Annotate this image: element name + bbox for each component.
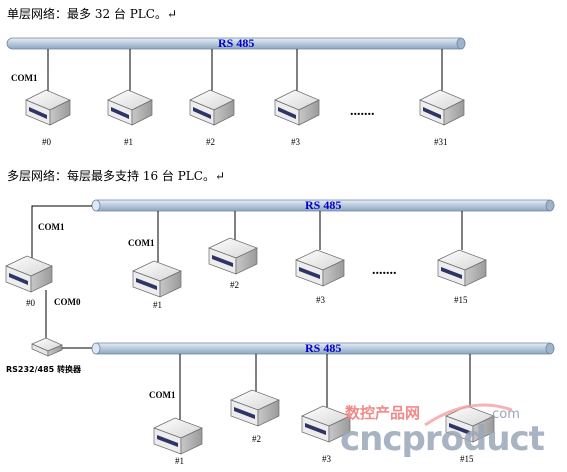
- master-node-label: #0: [26, 298, 36, 308]
- layer2-node-label-15: #15: [460, 454, 474, 464]
- master-port-up-label: COM1: [38, 222, 65, 232]
- plc-device-single-1: [107, 89, 153, 126]
- single-node-label-2: #2: [206, 137, 215, 147]
- plc-device-layer1-1: [132, 260, 182, 298]
- bus-middle: RS 485: [91, 198, 555, 212]
- master-port-down-label: COM0: [54, 297, 81, 307]
- single-node-label-3: #3: [291, 137, 301, 147]
- single-node-label-0: #0: [42, 137, 52, 147]
- bus-bottom: RS 485: [91, 341, 555, 355]
- plc-device-single-0: [25, 89, 71, 126]
- plc-device-layer2-3: [301, 405, 351, 443]
- converter-label: RS232/485 转换器: [6, 364, 82, 374]
- plc-device-single-31: [419, 89, 465, 126]
- bus-top: RS 485: [6, 36, 466, 50]
- watermark-main: cncproduct: [340, 419, 545, 459]
- multi-layer-caption: 多层网络：每层最多支持 16 台 PLC。↵: [7, 168, 225, 183]
- watermark-suffix: .com: [488, 407, 520, 422]
- plc-device-layer2-2: [230, 389, 280, 427]
- layer1-node-label-3: #3: [316, 295, 326, 305]
- converter-device: [31, 337, 63, 357]
- single-layer-caption: 单层网络：最多 32 台 PLC。↵: [7, 6, 177, 21]
- layer1-ellipsis: .......: [372, 263, 397, 278]
- layer2-node-label-2: #2: [252, 434, 261, 444]
- single-ellipsis: .......: [350, 104, 375, 119]
- layer2-node-label-1: #1: [175, 456, 184, 466]
- bus-bottom-label: RS 485: [305, 341, 341, 355]
- layer1-node-label-15: #15: [454, 295, 468, 305]
- single-node-label-31: #31: [434, 137, 448, 147]
- layer2-port-label: COM1: [149, 390, 176, 400]
- layer2-node-label-3: #3: [322, 454, 332, 464]
- plc-device-single-3: [274, 89, 320, 126]
- plc-device-layer2-1: [153, 417, 203, 455]
- plc-device-layer1-15: [437, 249, 487, 287]
- watermark-cn: 数控产品网: [345, 404, 420, 422]
- plc-master-device: [5, 255, 53, 293]
- watermark: 数控产品网 cncproduct .com: [340, 403, 546, 459]
- single-node-label-1: #1: [124, 137, 133, 147]
- bus-middle-label: RS 485: [305, 198, 341, 212]
- plc-device-single-2: [189, 89, 235, 126]
- plc-device-layer1-3: [295, 249, 345, 287]
- plc-device-layer2-15: [445, 405, 495, 443]
- bus-top-label: RS 485: [218, 36, 254, 50]
- layer1-port-label: COM1: [128, 238, 155, 248]
- plc-device-layer1-2: [208, 237, 258, 275]
- single-port-label: COM1: [11, 73, 38, 83]
- layer1-node-label-1: #1: [153, 300, 162, 310]
- layer1-node-label-2: #2: [230, 280, 239, 290]
